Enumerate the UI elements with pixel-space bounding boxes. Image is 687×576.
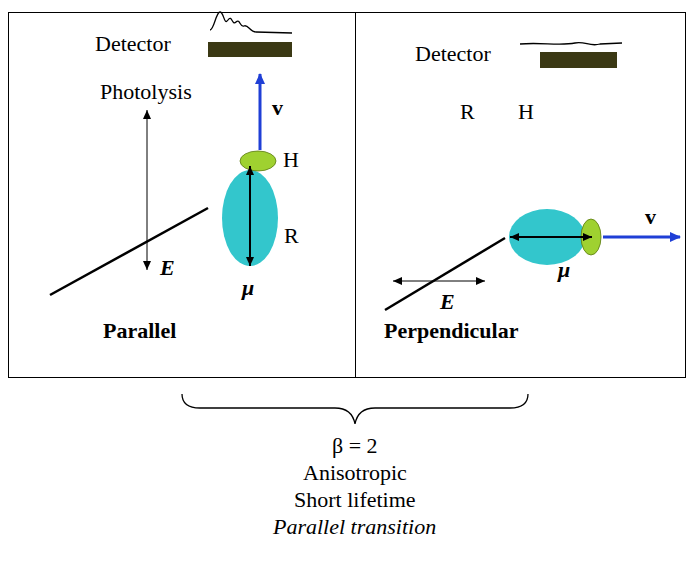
dipole-arrow bbox=[510, 236, 592, 238]
detector-bar bbox=[540, 52, 617, 68]
summary-line: Anisotropic bbox=[303, 461, 407, 485]
dipole-arrow bbox=[249, 166, 251, 266]
dipole-label: μ bbox=[242, 276, 254, 300]
panel-title: Perpendicular bbox=[384, 319, 518, 343]
brace bbox=[182, 394, 528, 424]
velocity-arrow bbox=[259, 74, 262, 150]
fragment-label: R bbox=[284, 224, 299, 248]
spectrum-trace bbox=[210, 12, 292, 33]
velocity-label: v bbox=[272, 96, 283, 120]
photolysis-label: Photolysis bbox=[100, 80, 192, 104]
detector-bar bbox=[208, 42, 292, 57]
polarization-arrow bbox=[393, 281, 485, 282]
dipole-label: μ bbox=[558, 258, 570, 282]
panel-title: Parallel bbox=[103, 319, 176, 343]
perpendicular-panel: Perpendicular bbox=[355, 12, 686, 378]
polarization-arrow bbox=[147, 110, 148, 270]
field-label: E bbox=[160, 256, 175, 280]
fragment-label: R bbox=[460, 100, 475, 124]
flat-trace bbox=[520, 43, 622, 45]
field-label: E bbox=[440, 290, 455, 314]
detector-label: Detector bbox=[95, 32, 171, 56]
parallel-panel: Parallel bbox=[8, 12, 356, 378]
velocity-label: v bbox=[645, 205, 656, 229]
summary-line: Parallel transition bbox=[273, 515, 436, 539]
atom-label: H bbox=[518, 100, 534, 124]
atom-label: H bbox=[283, 148, 299, 172]
h-atom bbox=[240, 151, 276, 171]
velocity-arrow bbox=[603, 236, 680, 239]
detector-label: Detector bbox=[415, 42, 491, 66]
summary-line: Short lifetime bbox=[294, 488, 416, 512]
beam-line bbox=[50, 208, 208, 295]
beta-value: β = 2 bbox=[332, 434, 378, 458]
